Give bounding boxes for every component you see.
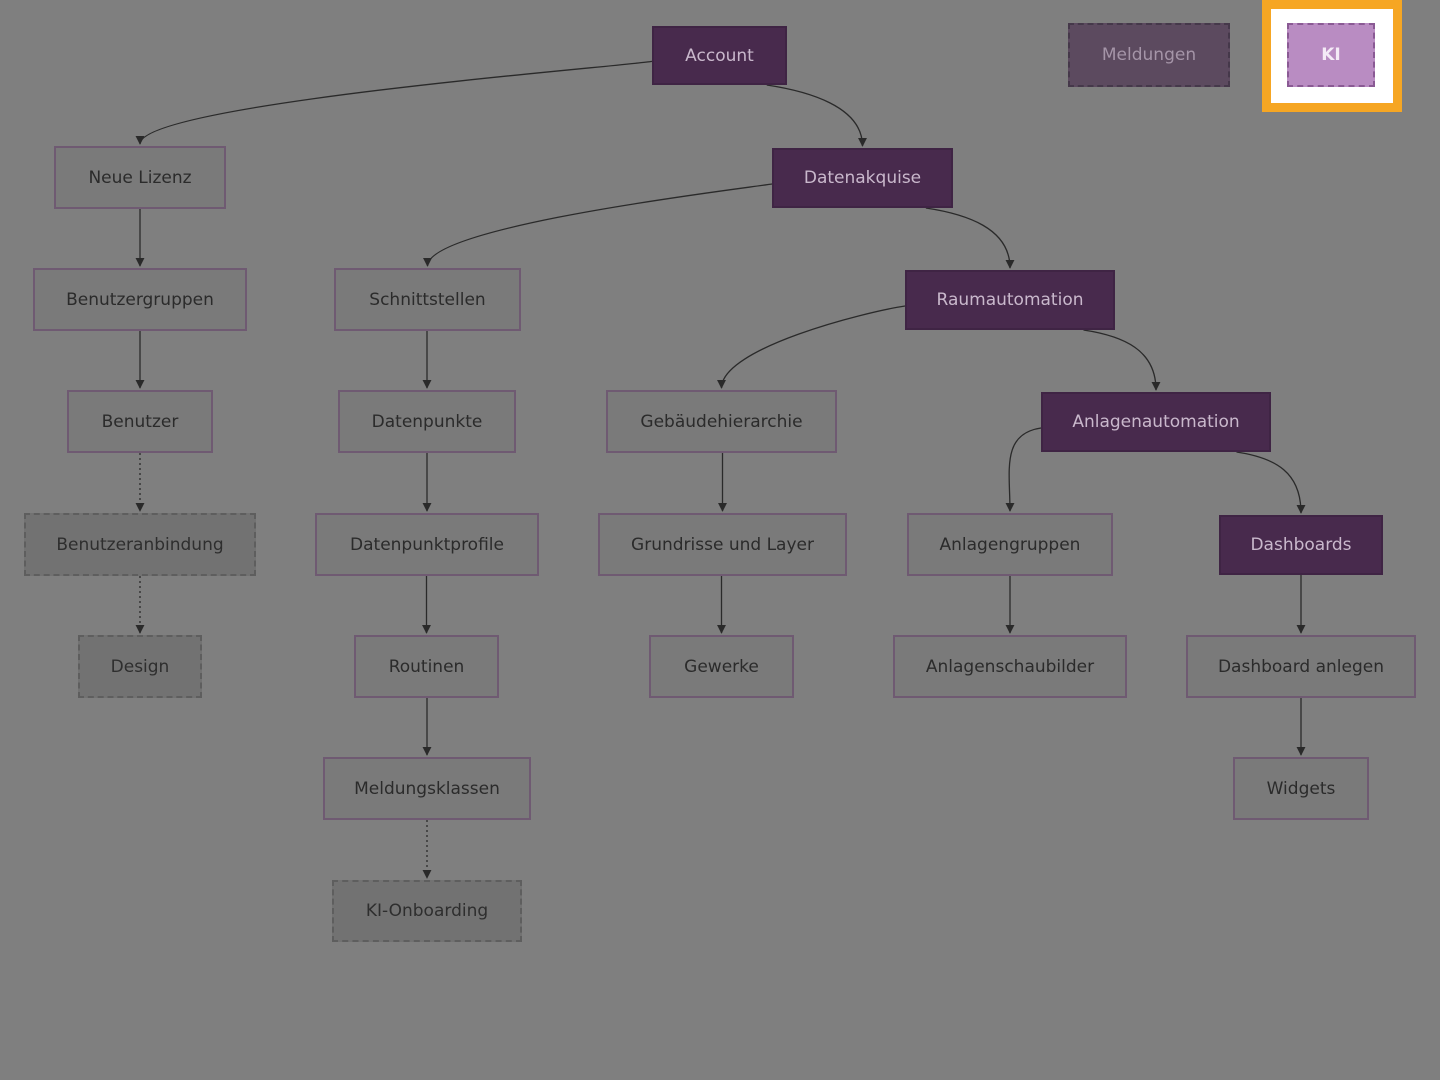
node-label: Design <box>110 656 170 677</box>
node-anlagenschaubilder[interactable]: Anlagenschaubilder <box>893 635 1127 698</box>
node-label: Gewerke <box>684 656 759 677</box>
node-ki-onboarding[interactable]: KI-Onboarding <box>332 880 522 942</box>
node-benutzer[interactable]: Benutzer <box>67 390 213 453</box>
node-datenakquise[interactable]: Datenakquise <box>772 148 953 208</box>
node-label: Benutzer <box>101 411 179 432</box>
node-gewerke[interactable]: Gewerke <box>649 635 794 698</box>
node-label: Anlagenautomation <box>1072 412 1240 432</box>
node-benutzeranbindung[interactable]: Benutzeranbindung <box>24 513 256 576</box>
node-routinen[interactable]: Routinen <box>354 635 499 698</box>
edge-datenakquise-raumautomation <box>925 207 1015 269</box>
node-label: Grundrisse und Layer <box>631 534 814 555</box>
node-anlagenautomation[interactable]: Anlagenautomation <box>1041 392 1271 452</box>
node-label: Datenpunktprofile <box>350 534 504 555</box>
node-label: Gebäudehierarchie <box>640 411 803 432</box>
node-label: Datenpunkte <box>371 411 483 432</box>
node-design[interactable]: Design <box>78 635 202 698</box>
node-gebaeudehierarchie[interactable]: Gebäudehierarchie <box>606 390 837 453</box>
node-neue-lizenz[interactable]: Neue Lizenz <box>54 146 226 209</box>
node-benutzergruppen[interactable]: Benutzergruppen <box>33 268 247 331</box>
node-label: Neue Lizenz <box>88 167 192 188</box>
node-label: Account <box>685 45 754 66</box>
edge-anlagenautomation-anlagengruppen <box>1005 427 1042 512</box>
node-ki[interactable]: KI <box>1287 23 1375 87</box>
node-label: Schnittstellen <box>369 289 486 310</box>
node-widgets[interactable]: Widgets <box>1233 757 1369 820</box>
node-label: Datenakquise <box>803 168 922 188</box>
node-meldungsklassen[interactable]: Meldungsklassen <box>323 757 531 820</box>
edge-datenakquise-schnittstellen <box>423 183 773 267</box>
node-label: Meldungsklassen <box>354 778 500 799</box>
edge-account-datenakquise <box>766 84 868 147</box>
node-schnittstellen[interactable]: Schnittstellen <box>334 268 521 331</box>
node-datenpunkte[interactable]: Datenpunkte <box>338 390 516 453</box>
node-grundrisse-und-layer[interactable]: Grundrisse und Layer <box>598 513 847 576</box>
edge-account-neue_lizenz <box>135 60 653 145</box>
node-anlagengruppen[interactable]: Anlagengruppen <box>907 513 1113 576</box>
node-label: Benutzergruppen <box>66 289 214 310</box>
node-label: Meldungen <box>1101 45 1197 65</box>
edge-anlagenautomation-dashboards <box>1236 451 1306 514</box>
node-raumautomation[interactable]: Raumautomation <box>905 270 1115 330</box>
node-label: Anlagenschaubilder <box>925 656 1095 677</box>
node-datenpunktprofile[interactable]: Datenpunktprofile <box>315 513 539 576</box>
node-label: Anlagengruppen <box>939 534 1081 555</box>
node-label: Raumautomation <box>936 290 1084 310</box>
node-dashboards[interactable]: Dashboards <box>1219 515 1383 575</box>
node-meldungen[interactable]: Meldungen <box>1068 23 1230 87</box>
edge-raumautomation-gebaeudehierarchie <box>716 305 906 389</box>
node-label: Routinen <box>388 656 465 677</box>
node-label: KI-Onboarding <box>365 901 489 921</box>
node-label: KI <box>1321 45 1341 65</box>
edge-raumautomation-anlagenautomation <box>1083 329 1161 391</box>
node-label: Dashboard anlegen <box>1217 656 1385 677</box>
node-label: Benutzeranbindung <box>56 534 224 555</box>
node-account[interactable]: Account <box>652 26 787 85</box>
node-label: Widgets <box>1266 778 1336 799</box>
node-label: Dashboards <box>1250 535 1352 555</box>
node-dashboard-anlegen[interactable]: Dashboard anlegen <box>1186 635 1416 698</box>
